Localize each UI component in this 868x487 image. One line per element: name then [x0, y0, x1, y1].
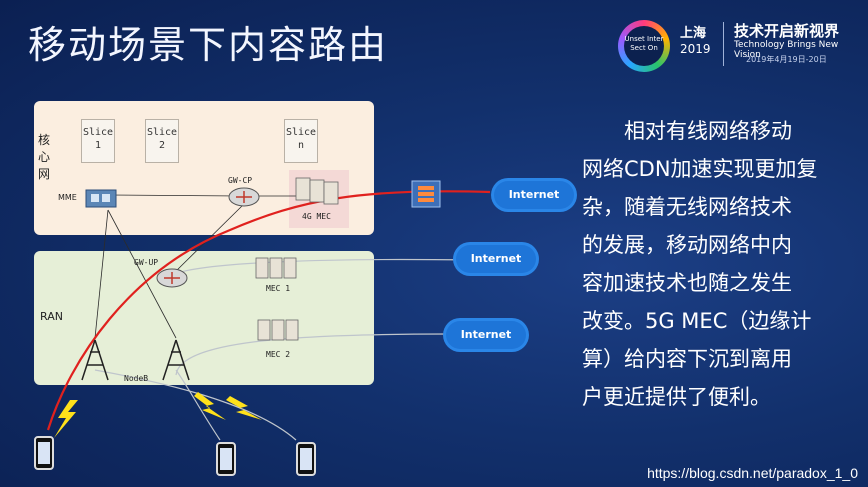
ran-label: RAN: [40, 310, 63, 323]
brand-year: 2019: [680, 42, 711, 56]
description-line: 算）给内容下沉到离用: [582, 347, 792, 371]
gw-up-label: GW-UP: [134, 258, 159, 267]
mec-2-label: MEC 2: [266, 350, 291, 359]
slice-n-num: n: [297, 140, 305, 151]
gw-cp-label: GW-CP: [228, 176, 253, 185]
phone-icon: [296, 442, 316, 476]
slice-2: Slice 2: [145, 119, 179, 163]
internet-cloud: Internet: [456, 245, 536, 273]
description-line: 杂，随着无线网络技术: [582, 195, 792, 219]
brand-slogan-en: Technology Brings New Vision: [734, 40, 839, 60]
watermark-url: https://blog.csdn.net/paradox_1_0: [647, 465, 858, 481]
page-title: 移动场景下内容路由: [28, 23, 389, 67]
slice-1-name: Slice: [82, 127, 114, 138]
description-line: 改变。5G MEC（边缘计: [582, 309, 812, 333]
description-line: 的发展，移动网络中内: [582, 233, 792, 257]
nodeb-label: NodeB: [124, 374, 149, 383]
description-line: 容加速技术也随之发生: [582, 271, 792, 295]
slice-n: Slice n: [284, 119, 318, 163]
logo-text: Unset Inter Sect On: [624, 26, 664, 66]
brand-slogan: 技术开启新视界: [734, 22, 840, 40]
slice-n-name: Slice: [285, 127, 317, 138]
description-text: 相对有线网络移动 网络CDN加速实现更加复 杂，随着无线网络技术 的发展，移动网…: [582, 112, 852, 416]
internet-cloud: Internet: [446, 321, 526, 349]
slice-1: Slice 1: [81, 119, 115, 163]
conference-logo: Unset Inter Sect On: [618, 20, 670, 72]
description-line: 相对有线网络移动: [624, 119, 792, 143]
mec-4g-label: 4G MEC: [302, 212, 331, 221]
description-line: 户更近提供了便利。: [582, 385, 771, 409]
phone-icon: [216, 442, 236, 476]
brand-city: 上海: [680, 26, 707, 41]
description-line: 网络CDN加速实现更加复: [582, 157, 818, 181]
phone-icon: [34, 436, 54, 470]
slice-1-num: 1: [94, 140, 102, 151]
brand-date: 2019年4月19日-20日: [746, 55, 827, 64]
mme-label: MME: [58, 193, 77, 202]
ran-panel: [34, 251, 374, 385]
mec-1-label: MEC 1: [266, 284, 291, 293]
conference-brand: Unset Inter Sect On 上海 2019 技术开启新视界 Tech…: [618, 16, 858, 72]
slice-2-num: 2: [158, 140, 166, 151]
core-network-label: 核心网: [38, 133, 51, 181]
slice-2-name: Slice: [146, 127, 178, 138]
brand-divider: [723, 22, 724, 66]
internet-cloud: Internet: [494, 181, 574, 209]
